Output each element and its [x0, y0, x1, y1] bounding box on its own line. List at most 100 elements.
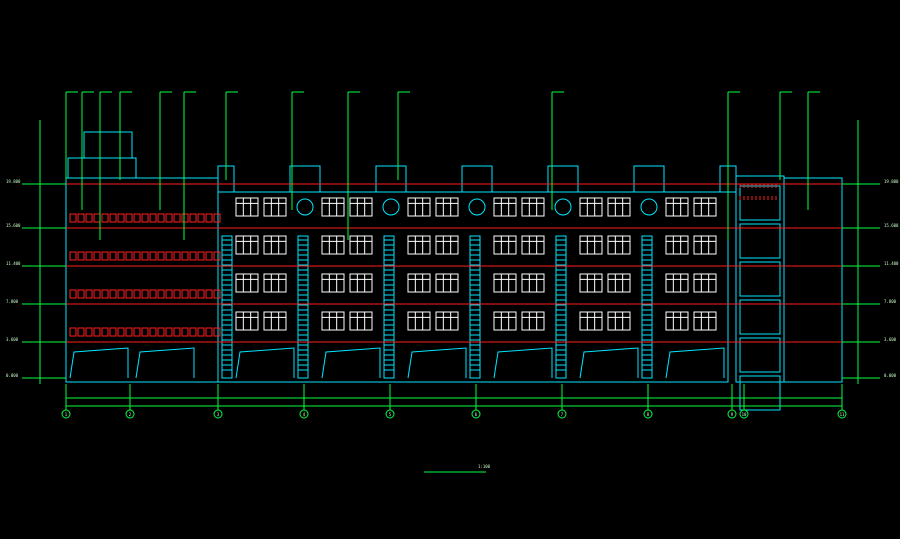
- axis-bubble: [471, 409, 481, 419]
- balcony-rail: [109, 327, 117, 337]
- shopfront: [321, 347, 381, 379]
- level-rulers: [22, 120, 880, 384]
- axis-bubble: [727, 409, 737, 419]
- parapet-column: [289, 165, 321, 193]
- window: [235, 311, 259, 331]
- window: [321, 311, 345, 331]
- window: [579, 273, 603, 293]
- balcony-rail: [133, 327, 141, 337]
- axis-label: 9: [731, 412, 734, 417]
- balcony-rail: [157, 251, 165, 261]
- balcony-rail: [205, 289, 213, 299]
- window: [321, 197, 345, 217]
- porthole-window: [640, 198, 658, 216]
- window: [435, 273, 459, 293]
- parapet-column: [375, 165, 407, 193]
- axis-bubble: [125, 409, 135, 419]
- balcony-rail: [109, 213, 117, 223]
- axis-label: 8: [647, 412, 650, 417]
- window: [693, 235, 717, 255]
- balcony-rail: [125, 289, 133, 299]
- axis-label: 3: [217, 412, 220, 417]
- level-mark-left: 11.400: [6, 261, 21, 266]
- balcony-rail: [117, 327, 125, 337]
- balcony-rail: [165, 251, 173, 261]
- level-mark-right: 7.800: [884, 299, 897, 304]
- axis-bubble: [385, 409, 395, 419]
- shopfront: [579, 347, 639, 379]
- balcony-rail: [173, 213, 181, 223]
- window: [235, 197, 259, 217]
- window: [435, 197, 459, 217]
- level-mark-right: 0.000: [884, 373, 897, 378]
- porthole-window: [296, 198, 314, 216]
- window: [579, 311, 603, 331]
- balcony-rail: [93, 327, 101, 337]
- balcony-rail: [93, 251, 101, 261]
- axis-bubble: [643, 409, 653, 419]
- balcony-rail: [109, 289, 117, 299]
- balcony-rail: [213, 289, 221, 299]
- stair-window: [739, 375, 781, 411]
- window: [263, 311, 287, 331]
- window: [493, 311, 517, 331]
- balcony-rail: [69, 327, 77, 337]
- balcony-rail: [173, 289, 181, 299]
- balcony-rails: [69, 184, 777, 337]
- window: [607, 197, 631, 217]
- window: [407, 273, 431, 293]
- window: [665, 197, 689, 217]
- balcony-rail: [125, 251, 133, 261]
- axis-label: 11: [840, 412, 845, 417]
- parapet-column: [461, 165, 493, 193]
- balcony-rail: [213, 251, 221, 261]
- porthole-window: [382, 198, 400, 216]
- axis-bubble: [299, 409, 309, 419]
- balcony-rail: [181, 289, 189, 299]
- window: [349, 235, 373, 255]
- axis-bubble: [213, 409, 223, 419]
- porthole-window: [468, 198, 486, 216]
- window: [321, 235, 345, 255]
- window: [493, 235, 517, 255]
- level-mark-left: 3.600: [6, 337, 19, 342]
- level-mark-left: 19.800: [6, 179, 21, 184]
- stair-window: [739, 299, 781, 335]
- shopfront: [493, 347, 553, 379]
- parapet-column: [633, 165, 665, 193]
- windows: [235, 197, 717, 331]
- window: [693, 197, 717, 217]
- balcony-rail: [165, 213, 173, 223]
- balcony-rail: [93, 289, 101, 299]
- shopfront: [135, 347, 195, 379]
- balcony-rail: [149, 251, 157, 261]
- window: [407, 197, 431, 217]
- axis-bubble: [61, 409, 71, 419]
- window: [521, 311, 545, 331]
- parapet-column: [547, 165, 579, 193]
- level-mark-left: 0.000: [6, 373, 19, 378]
- window: [263, 273, 287, 293]
- window: [665, 235, 689, 255]
- balcony-rail: [157, 213, 165, 223]
- axis-label: 2: [129, 412, 132, 417]
- balcony-rail: [101, 213, 109, 223]
- balcony-rail: [181, 251, 189, 261]
- axis-label: 5: [389, 412, 392, 417]
- balcony-rail: [149, 213, 157, 223]
- axis-label: 7: [561, 412, 564, 417]
- shopfront: [235, 347, 295, 379]
- balcony-rail: [109, 251, 117, 261]
- right-block: [783, 177, 843, 383]
- window: [493, 197, 517, 217]
- balcony-rail: [141, 251, 149, 261]
- balcony-rail: [197, 251, 205, 261]
- axis-label: 1: [65, 412, 68, 417]
- balcony-rail: [197, 289, 205, 299]
- balcony-rail: [189, 251, 197, 261]
- building-elevation: [65, 131, 843, 411]
- balcony-rail: [189, 327, 197, 337]
- dimension-line: [65, 384, 843, 410]
